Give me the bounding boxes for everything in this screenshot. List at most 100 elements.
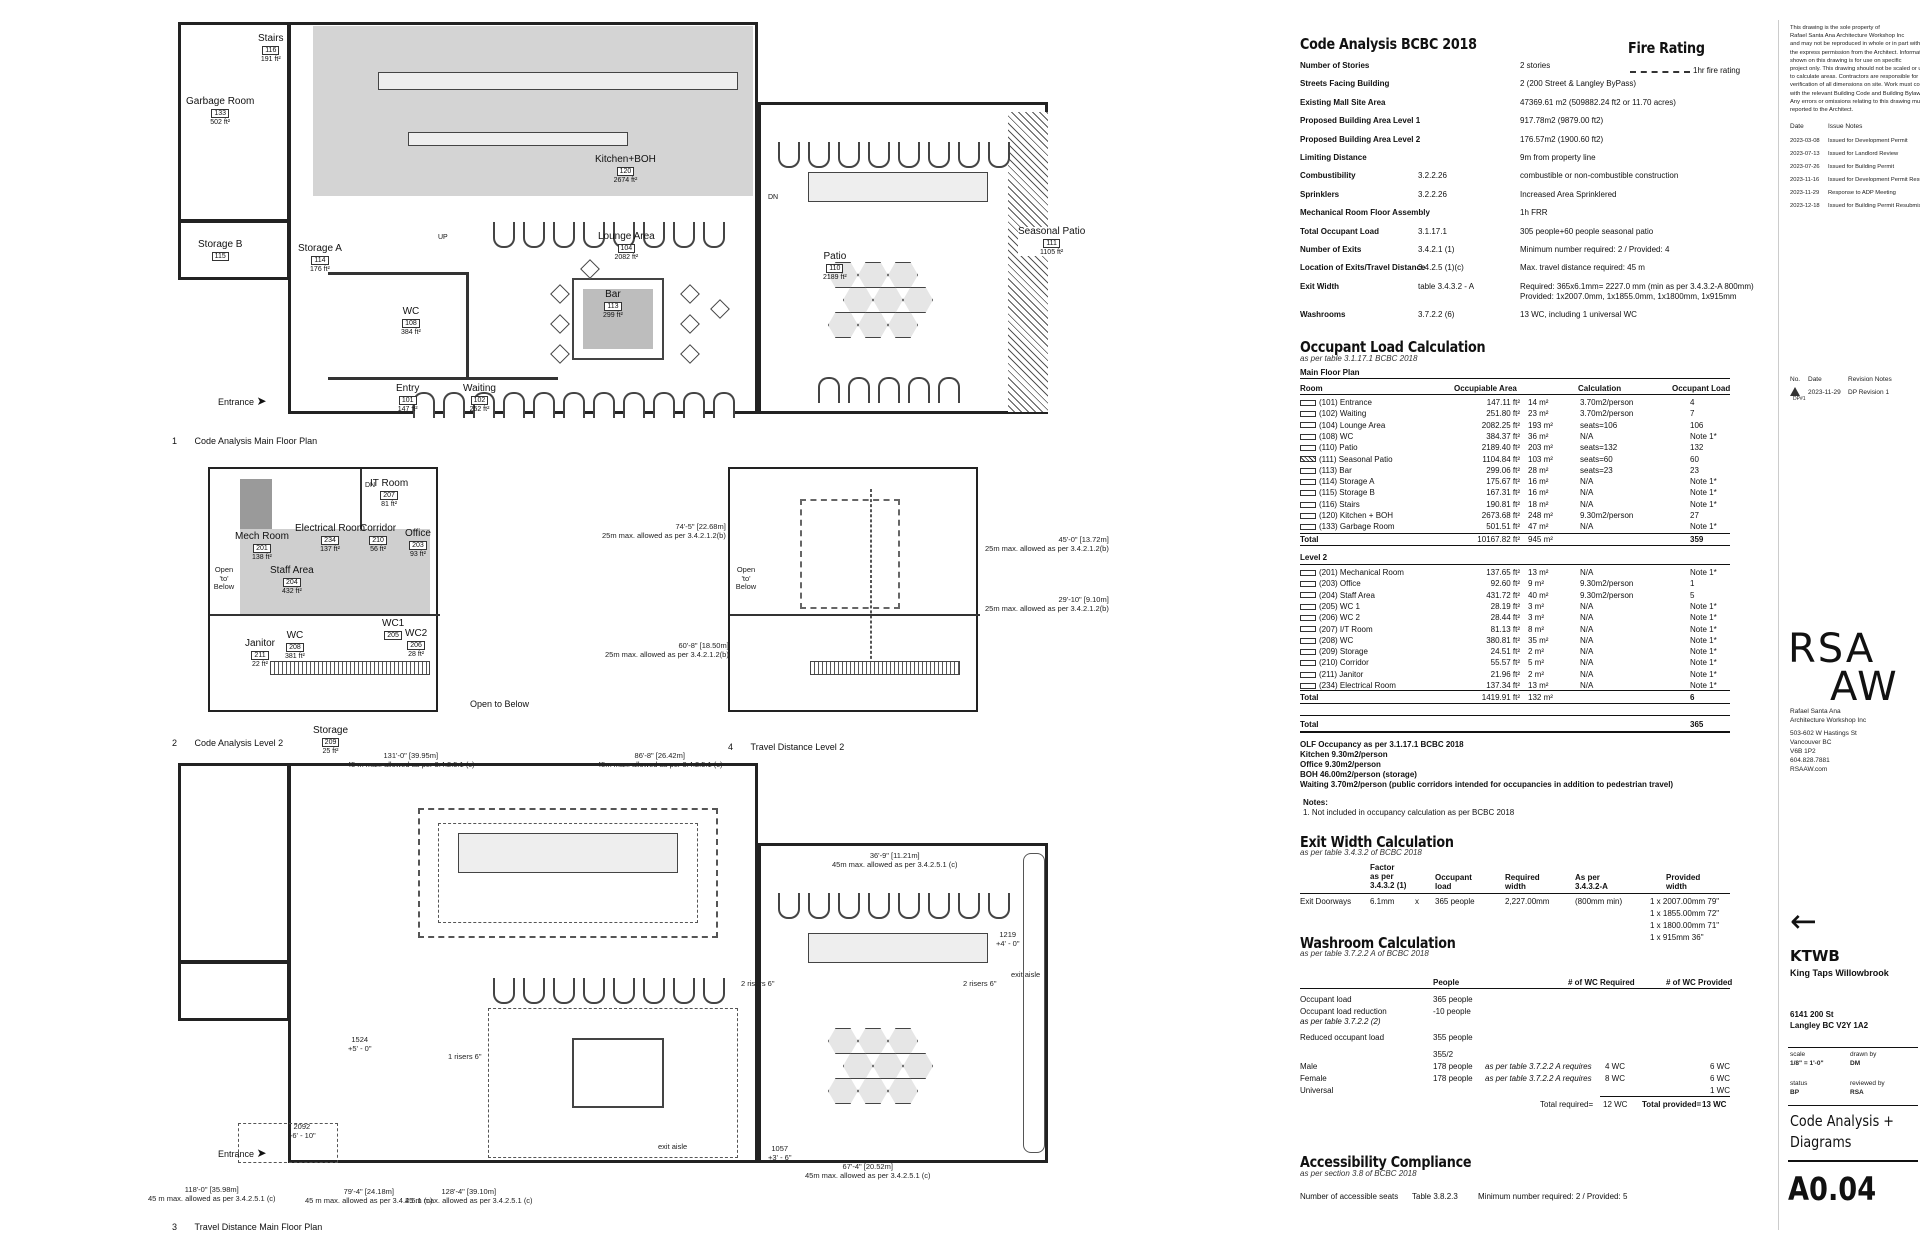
room-swatch-icon bbox=[1300, 671, 1316, 678]
booth bbox=[593, 392, 615, 418]
rule bbox=[1300, 394, 1730, 395]
patio-table bbox=[828, 312, 858, 338]
exit-prov-3: 1 x 915mm 36" bbox=[1650, 933, 1704, 942]
booth bbox=[643, 978, 665, 1004]
disclaimer-line: reported to the Architect. bbox=[1790, 107, 1854, 113]
wash-total-req: 12 WC bbox=[1603, 1100, 1628, 1109]
rule bbox=[1788, 1160, 1918, 1162]
disclaimer-line: shown on this drawing is for use on spec… bbox=[1790, 57, 1902, 64]
booth bbox=[653, 392, 675, 418]
occ-h-room: Room bbox=[1300, 384, 1323, 393]
room-swatch-icon bbox=[1300, 524, 1316, 531]
occ-load: Note 1* bbox=[1690, 601, 1717, 611]
exit-factor: 6.1mm bbox=[1370, 897, 1395, 906]
exit-prov-2: 1 x 1800.00mm 71" bbox=[1650, 921, 1720, 930]
occ-load: 4 bbox=[1690, 398, 1695, 407]
booth bbox=[583, 222, 605, 248]
rev-no: DP#1 bbox=[1793, 396, 1806, 402]
booth bbox=[958, 893, 980, 919]
occ-room-label: (111) Seasonal Patio bbox=[1319, 454, 1393, 464]
exit-row-label: Exit Doorways bbox=[1300, 897, 1352, 906]
booth bbox=[683, 392, 705, 418]
disclaimer-line: Any errors or omissions relating to this… bbox=[1790, 98, 1920, 105]
occ-room-label: (209) Storage bbox=[1319, 647, 1368, 657]
occ-room-name: (113) Bar bbox=[1300, 466, 1352, 475]
l2-wall bbox=[210, 614, 440, 616]
code-ref: 3.1.17.1 bbox=[1418, 226, 1447, 236]
dim-2092: 2092+6' - 10" bbox=[288, 1122, 316, 1140]
booth bbox=[493, 978, 515, 1004]
disclaimer-line: This drawing is the sole property of bbox=[1790, 25, 1880, 31]
travel-path bbox=[870, 489, 872, 669]
occ-calc: 9.30m2/person bbox=[1580, 579, 1634, 589]
occ-area-m: 35 m² bbox=[1528, 635, 1549, 645]
kitchen-line bbox=[378, 72, 738, 90]
occ-area-m: 2 m² bbox=[1528, 647, 1544, 657]
room-swatch-icon bbox=[1300, 626, 1316, 633]
occ-l2-heading: Level 2 bbox=[1300, 553, 1328, 562]
olf-2: Office 9.30m2/person bbox=[1300, 760, 1381, 769]
occ-area-ft: 380.81 ft² bbox=[1486, 635, 1520, 645]
occ-room-label: (120) Kitchen + BOH bbox=[1319, 511, 1394, 520]
occ-calc: N/A bbox=[1580, 635, 1594, 645]
code-key: Mechanical Room Floor Assembly bbox=[1300, 208, 1430, 218]
occ-area-m: 203 m² bbox=[1528, 443, 1553, 453]
code-ref: 3.2.2.26 bbox=[1418, 171, 1447, 181]
patio-table bbox=[858, 1078, 888, 1104]
wash-male: Male bbox=[1300, 1062, 1318, 1071]
room-swatch-icon bbox=[1300, 445, 1316, 452]
occ-area-ft: 2082.25 ft² bbox=[1481, 420, 1520, 430]
code-key: Limiting Distance bbox=[1300, 153, 1367, 162]
wash-female-req: 8 WC bbox=[1605, 1074, 1625, 1083]
wash-total-prov-label: Total provided= bbox=[1642, 1100, 1702, 1109]
booth bbox=[523, 222, 545, 248]
room-swatch-icon bbox=[1300, 433, 1316, 440]
rule bbox=[1600, 1096, 1730, 1097]
sheet-number: A0.04 bbox=[1788, 1170, 1877, 1208]
occ-load: 7 bbox=[1690, 409, 1695, 419]
occ-load: Note 1* bbox=[1690, 613, 1717, 623]
occ-calc: 9.30m2/person bbox=[1580, 511, 1634, 520]
patio-table bbox=[873, 1053, 903, 1079]
occ-room-name: (111) Seasonal Patio bbox=[1300, 455, 1393, 464]
patio-counter bbox=[808, 172, 988, 202]
travel-path-kitchen bbox=[418, 808, 718, 938]
travel-path bbox=[800, 499, 900, 609]
entrance-label: Entrance ➤ bbox=[218, 394, 267, 408]
occ-area-ft: 81.13 ft² bbox=[1490, 624, 1520, 634]
wash-occ-load-v: 365 people bbox=[1433, 995, 1473, 1004]
room-swatch-icon bbox=[1300, 660, 1316, 667]
occ-area-m: 28 m² bbox=[1528, 465, 1549, 475]
issue-head-notes: Issue Notes bbox=[1828, 123, 1863, 130]
occ-area-ft: 24.51 ft² bbox=[1490, 647, 1520, 657]
code-key: Combustibility bbox=[1300, 171, 1356, 181]
travel-main-1: 86'-8" [26.42m] 45m max. allowed as per … bbox=[597, 751, 723, 769]
open-below-small-2: Open 'to' Below bbox=[735, 565, 757, 592]
travel-main-5: 128'-4" [39.10m] 45 m max. allowed as pe… bbox=[405, 1187, 533, 1205]
occ-room-name: (115) Storage B bbox=[1300, 488, 1375, 497]
booth bbox=[523, 978, 545, 1004]
occ-room-label: (211) Janitor bbox=[1319, 669, 1364, 679]
booth bbox=[838, 893, 860, 919]
code-key: Total Occupant Load bbox=[1300, 226, 1379, 236]
occ-area-ft: 2189.40 ft² bbox=[1481, 443, 1520, 453]
wash-female: Female bbox=[1300, 1074, 1327, 1083]
room-swatch-icon bbox=[1300, 467, 1316, 474]
booth bbox=[533, 392, 555, 418]
wash-reduction-v: -10 people bbox=[1433, 1007, 1471, 1016]
fire-rating-legend: 1hr fire rating bbox=[1693, 66, 1741, 75]
booth bbox=[838, 142, 860, 168]
occ-room-label: (234) Electrical Room bbox=[1319, 681, 1396, 690]
occ-area-m: 5 m² bbox=[1528, 658, 1544, 668]
wash-occ-load: Occupant load bbox=[1300, 995, 1352, 1004]
occ-load: Note 1* bbox=[1690, 477, 1717, 487]
occ-room-name: (201) Mechanical Room bbox=[1300, 568, 1404, 577]
room-swatch-icon bbox=[1300, 490, 1316, 497]
code-value: 9m from property line bbox=[1520, 153, 1596, 162]
wash-male-v: 178 people bbox=[1433, 1062, 1473, 1071]
occ-h-load: Occupant Load bbox=[1672, 384, 1731, 393]
occ-calc: N/A bbox=[1580, 601, 1594, 611]
occ-area-m: 13 m² bbox=[1528, 681, 1549, 690]
